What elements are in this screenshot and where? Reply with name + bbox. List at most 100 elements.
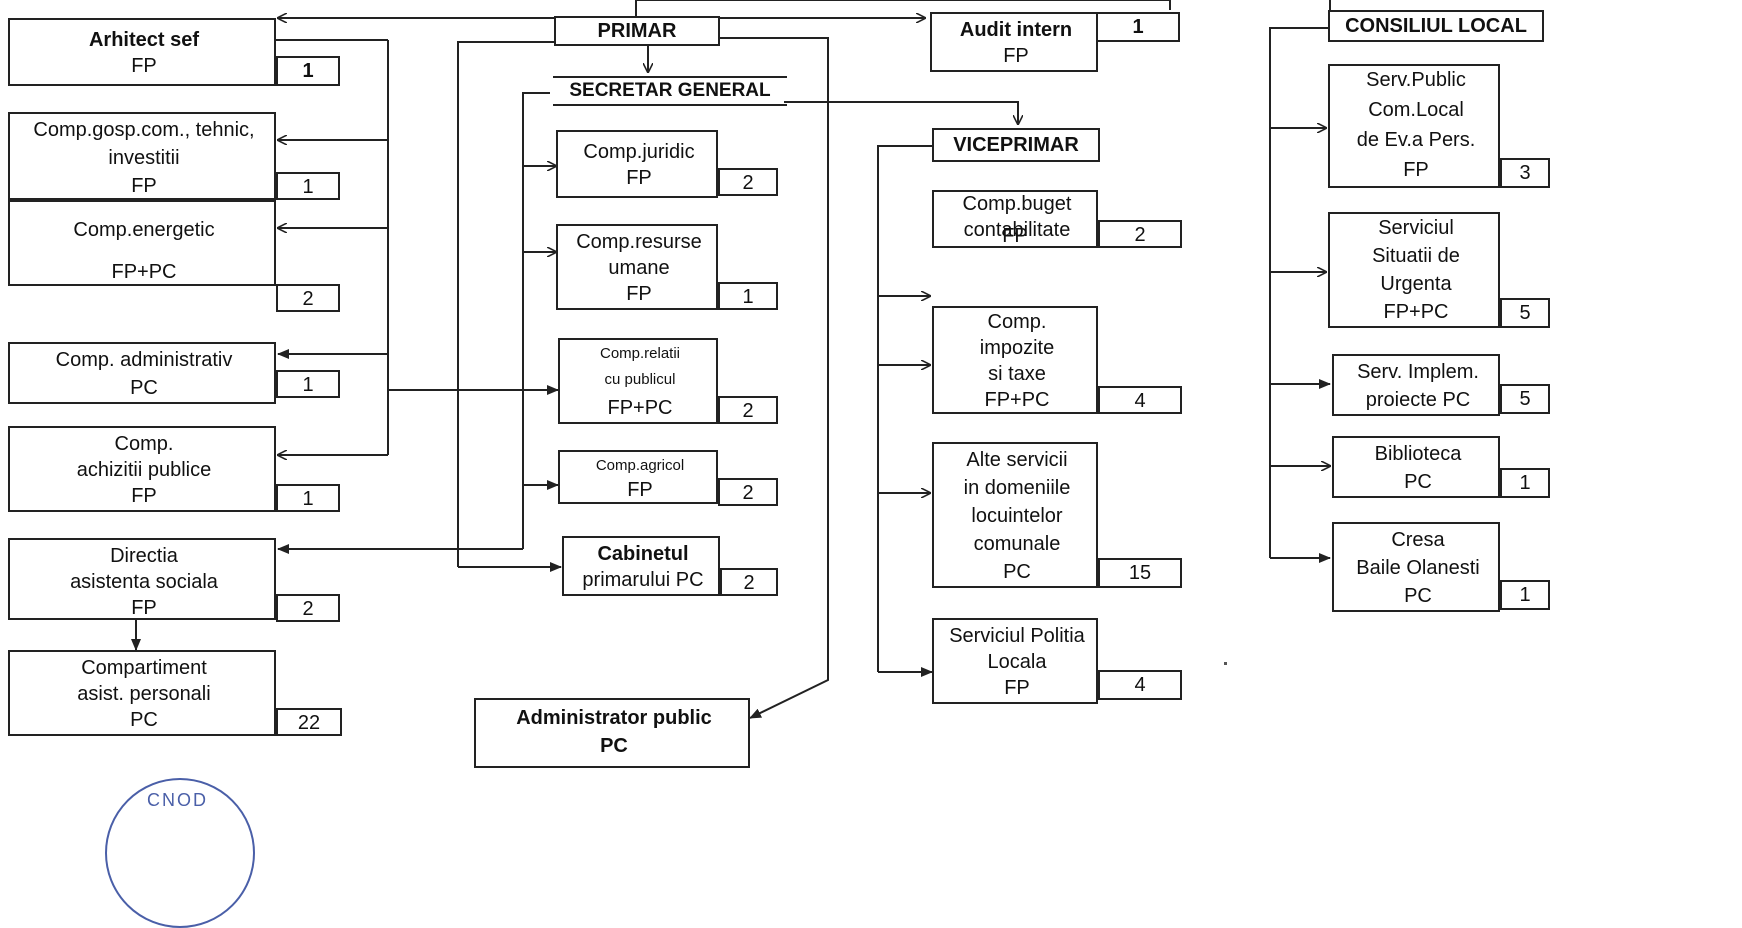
unit-title-2: Locala	[987, 651, 1047, 673]
unit-type: FP	[626, 167, 652, 189]
count-juridic: 2	[718, 168, 778, 196]
unit-title: Comp.gosp.com., tehnic,	[33, 119, 255, 141]
count-administrativ: 1	[276, 370, 340, 398]
primar-box: PRIMAR	[554, 16, 720, 46]
count-relatii-publicul: 2	[718, 396, 778, 424]
unit-title: Comp.relatii	[599, 345, 681, 362]
unit-title-2: contabilitate	[963, 219, 1071, 241]
unit-buget-frame	[932, 190, 1098, 248]
stamp-text: CNOD	[147, 790, 208, 810]
unit-type: FP	[131, 597, 157, 619]
count-biblioteca: 1	[1500, 468, 1550, 498]
unit-title: Cabinetul	[597, 543, 689, 565]
unit-title: Comp.buget	[962, 193, 1072, 215]
count-alte-servicii: 15	[1098, 558, 1182, 588]
unit-resurse-umane: Comp.resurse umane FP	[556, 224, 718, 310]
count-cresa: 1	[1500, 580, 1550, 610]
connector-lines	[131, 0, 1331, 719]
unit-type: FP	[1003, 45, 1029, 67]
unit-title: Serviciul Politia	[949, 625, 1085, 647]
count-implementare-proiecte: 5	[1500, 384, 1550, 414]
unit-relatii-publicul: Comp.relatii cu publicul FP+PC	[558, 338, 718, 424]
unit-type: FP	[626, 283, 652, 305]
unit-type: PC	[600, 735, 628, 757]
unit-type: PC	[1404, 471, 1432, 493]
unit-implementare-proiecte: Serv. Implem. proiecte PC	[1332, 354, 1500, 416]
unit-type: PC	[130, 377, 158, 399]
count-situatii-urgenta: 5	[1500, 298, 1550, 328]
unit-title-3: locuintelor	[971, 505, 1063, 527]
count-achizitii: 1	[276, 484, 340, 512]
unit-title-2: in domeniile	[963, 477, 1071, 499]
secretar-general-label: SECRETAR GENERAL	[553, 76, 787, 106]
count-cabinet-primar: 2	[720, 568, 778, 596]
unit-type: FP	[131, 55, 157, 77]
unit-title-3: de Ev.a Pers.	[1356, 129, 1476, 151]
unit-politia-locala: Serviciul Politia Locala FP	[932, 618, 1098, 704]
unit-buget-type: FP	[1002, 225, 1028, 247]
viceprimar-box: VICEPRIMAR	[932, 128, 1100, 162]
unit-title-2: Baile Olanesti	[1356, 557, 1480, 579]
unit-title: Comp.	[987, 311, 1047, 333]
unit-evidenta-persoanelor: Serv.Public Com.Local de Ev.a Pers. FP	[1328, 64, 1500, 188]
unit-asist-personali: Compartiment asist. personali PC	[8, 650, 276, 736]
unit-alte-servicii: Alte servicii in domeniile locuintelor c…	[932, 442, 1098, 588]
unit-type: primarului PC	[582, 569, 704, 591]
unit-type: FP	[131, 485, 157, 507]
unit-title-3: Urgenta	[1380, 273, 1452, 295]
unit-type: FP	[627, 479, 653, 501]
unit-title-2: asist. personali	[77, 683, 211, 705]
unit-type: FP+PC	[607, 397, 673, 419]
count-gosp-com: 1	[276, 172, 340, 200]
unit-title-2: impozite	[979, 337, 1055, 359]
unit-title: Comp.juridic	[583, 141, 695, 163]
count-impozite: 4	[1098, 386, 1182, 414]
unit-type: PC	[1003, 561, 1031, 583]
count-resurse-umane: 1	[718, 282, 778, 310]
count-audit-intern: 1	[1096, 12, 1180, 42]
unit-title: Comp.agricol	[595, 457, 685, 474]
count-energetic: 2	[276, 284, 340, 312]
unit-title: Alte servicii	[966, 449, 1068, 471]
count-agricol: 2	[718, 478, 778, 506]
unit-title: Serv.Public	[1366, 69, 1466, 91]
unit-achizitii: Comp. achizitii publice FP	[8, 426, 276, 512]
consiliul-local-box: CONSILIUL LOCAL	[1328, 10, 1544, 42]
count-evidenta-persoanelor: 3	[1500, 158, 1550, 188]
count-buget: 2	[1098, 220, 1182, 248]
unit-administrativ: Comp. administrativ PC	[8, 342, 276, 404]
unit-title: Comp. administrativ	[55, 349, 233, 371]
unit-type: PC	[1404, 585, 1432, 607]
unit-agricol: Comp.agricol FP	[558, 450, 718, 504]
unit-title: Directia	[110, 545, 178, 567]
unit-title-2: Situatii de	[1372, 245, 1460, 267]
unit-title-2: umane	[608, 257, 670, 279]
unit-title: Audit intern	[959, 19, 1073, 41]
unit-title-3: si taxe	[988, 363, 1046, 385]
unit-title: Cresa	[1391, 529, 1445, 551]
count-arhitect-sef: 1	[276, 56, 340, 86]
unit-title-2: achizitii publice	[76, 459, 212, 481]
unit-title-2: investitii	[108, 147, 180, 169]
unit-type: FP	[1403, 159, 1429, 181]
unit-administrator-public: Administrator public PC	[474, 698, 750, 768]
unit-cabinet-primar: Cabinetul primarului PC	[562, 536, 720, 596]
unit-title: Comp.energetic	[73, 219, 215, 241]
unit-title: Biblioteca	[1374, 443, 1462, 465]
speck	[1224, 662, 1227, 665]
unit-title: Compartiment	[81, 657, 207, 679]
unit-type: FP+PC	[984, 389, 1050, 411]
unit-title: Arhitect sef	[88, 29, 200, 51]
unit-title: Serv. Implem.	[1357, 361, 1479, 383]
unit-title-2: cu publicul	[604, 371, 676, 388]
unit-biblioteca: Biblioteca PC	[1332, 436, 1500, 498]
unit-arhitect-sef: Arhitect sef FP	[8, 18, 276, 86]
unit-type: FP+PC	[111, 261, 177, 283]
unit-title: Serviciul	[1378, 217, 1454, 239]
unit-title-4: comunale	[973, 533, 1061, 555]
unit-juridic: Comp.juridic FP	[556, 130, 718, 198]
count-politia-locala: 4	[1098, 670, 1182, 700]
unit-type: FP	[131, 175, 157, 197]
unit-title-2: Com.Local	[1368, 99, 1464, 121]
unit-title: Comp.resurse	[576, 231, 702, 253]
